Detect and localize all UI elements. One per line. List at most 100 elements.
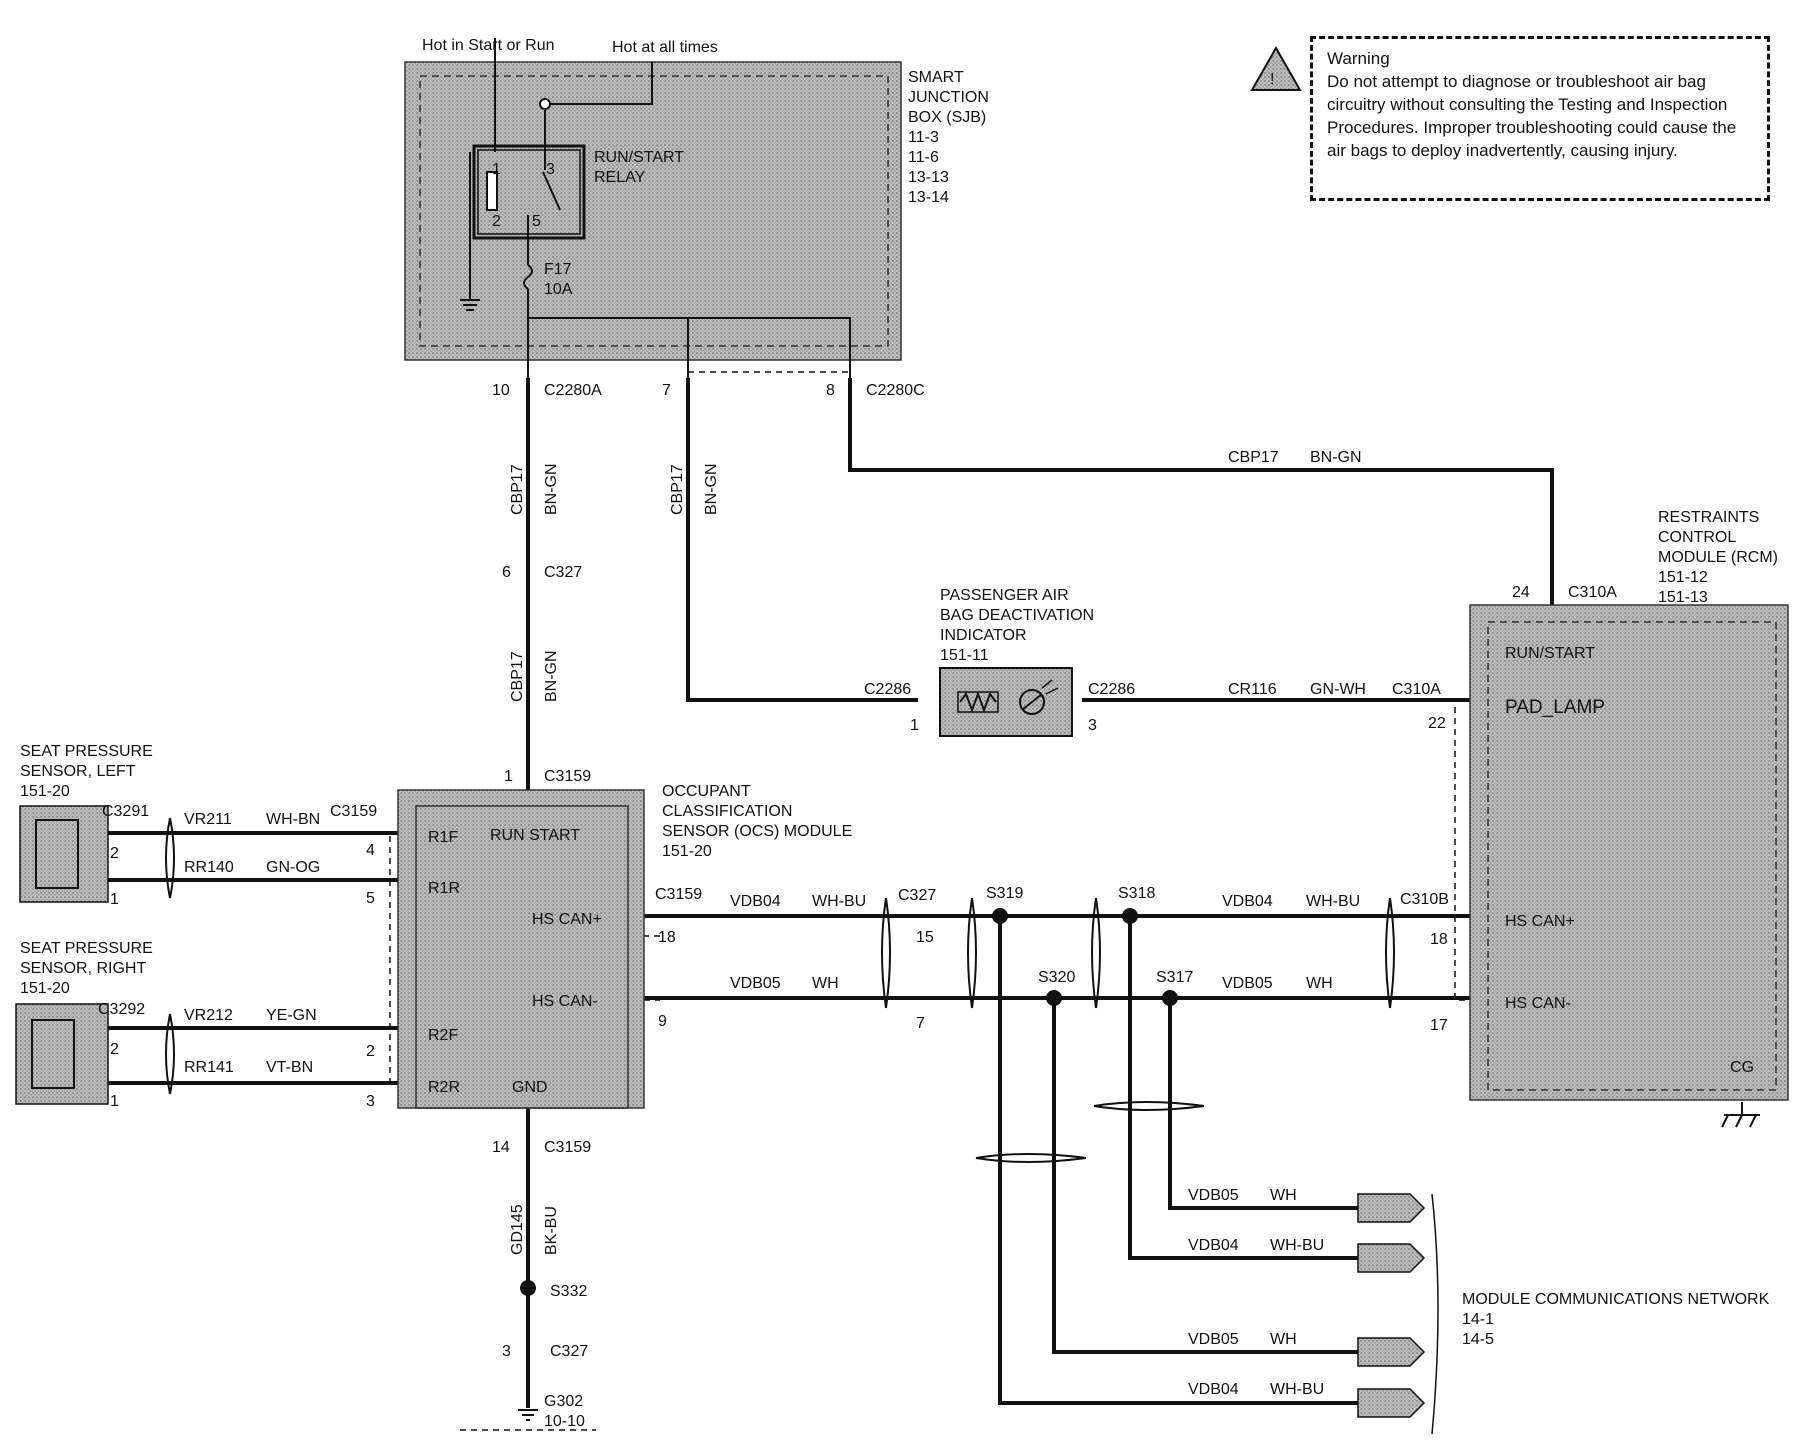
rcm-ref-1: 151-12: [1658, 569, 1708, 586]
seat-left-name-2: SENSOR, LEFT: [20, 763, 136, 780]
sjb-ref-4: 13-14: [908, 189, 949, 206]
rcm-ground-symbol: [1721, 1102, 1760, 1128]
sjb-ref-1: 11-3: [908, 129, 939, 146]
c3159-label-left: C3159: [330, 803, 377, 820]
ocs-inner-outline: [415, 805, 629, 1109]
ocs-hs-can-plus: HS CAN+: [532, 911, 602, 928]
wire-cbp17-b: CBP17: [669, 464, 686, 515]
seat-left-name-1: SEAT PRESSURE: [20, 743, 153, 760]
wire-vdb04-a: VDB04: [730, 893, 781, 910]
warning-title: Warning: [1327, 49, 1390, 68]
c310b-label: C310B: [1400, 891, 1449, 908]
c2286-label-right: C2286: [1088, 681, 1135, 698]
c3292-label: C3292: [98, 1001, 145, 1018]
padi-name-3: INDICATOR: [940, 627, 1027, 644]
relay-name-2: RELAY: [594, 169, 646, 186]
relay-pin-2: 2: [492, 213, 501, 230]
relay-pin-3: 3: [546, 161, 555, 178]
rcm-pad-lamp: PAD_LAMP: [1505, 697, 1605, 718]
seat-right-ref: 151-20: [20, 980, 70, 997]
c3159-pin-3: 3: [366, 1093, 375, 1110]
ocs-r1f: R1F: [428, 829, 458, 846]
c3159-pin-18: 18: [658, 929, 676, 946]
ocs-box: [397, 789, 645, 1109]
wire-wh-bn: WH-BN: [266, 811, 320, 828]
network-connector-icons: [1357, 1193, 1426, 1418]
wire-cbp17-d: CBP17: [1228, 449, 1279, 466]
s332-label: S332: [550, 1283, 587, 1300]
padi-resistor-icon: [959, 691, 997, 713]
splice-s317: [1162, 990, 1178, 1006]
c2286-label-left: C2286: [864, 681, 911, 698]
net-vdb04-1: VDB04: [1188, 1237, 1239, 1254]
wire-vdb05-b: VDB05: [1222, 975, 1273, 992]
rcm-inner-outline: [1487, 621, 1777, 1091]
wire-vdb04-b: VDB04: [1222, 893, 1273, 910]
sjb-inner-outline: [419, 75, 889, 347]
c3159-pin-9: 9: [658, 1013, 667, 1030]
warning-body: Do not attempt to diagnose or troublesho…: [1327, 72, 1737, 160]
seat-left-box: [19, 805, 109, 903]
net-wh-1: WH: [1270, 1187, 1297, 1204]
rcm-hs-can-minus: HS CAN-: [1505, 995, 1571, 1012]
sjb-ref-2: 11-6: [908, 149, 939, 166]
network-ref-2: 14-5: [1462, 1331, 1494, 1348]
rcm-box: [1469, 604, 1789, 1101]
c327-label-b: C327: [898, 887, 936, 904]
ocs-hs-can-minus: HS CAN-: [532, 993, 598, 1010]
c310b-pin-17: 17: [1430, 1017, 1448, 1034]
wire-gn-og: GN-OG: [266, 859, 320, 876]
warning-box: Warning Do not attempt to diagnose or tr…: [1310, 36, 1770, 201]
c310a-label: C310A: [1392, 681, 1441, 698]
ocs-gnd: GND: [512, 1079, 548, 1096]
c3159-pin-5: 5: [366, 890, 375, 907]
network-name: MODULE COMMUNICATIONS NETWORK: [1462, 1291, 1770, 1308]
relay-pin-1: 1: [492, 161, 501, 178]
c327-label-c: C327: [550, 1343, 588, 1360]
c3159-pin-4: 4: [366, 842, 375, 859]
c3291-pin-2: 2: [110, 845, 119, 862]
wire-rr141: RR141: [184, 1059, 234, 1076]
wire-bn-gn-a: BN-GN: [543, 463, 560, 515]
seat-left-sensor-icon: [35, 819, 79, 889]
ocs-r1r: R1R: [428, 880, 460, 897]
padi-name-2: BAG DEACTIVATION: [940, 607, 1094, 624]
seat-left-ref: 151-20: [20, 783, 70, 800]
ocs-name-3: SENSOR (OCS) MODULE: [662, 823, 852, 840]
c327-pin-15: 15: [916, 929, 934, 946]
c327-pin-3: 3: [502, 1343, 511, 1360]
c2280c-label: C2280C: [866, 382, 925, 399]
splice-s332: [520, 1280, 536, 1296]
ocs-ref: 151-20: [662, 843, 712, 860]
seat-right-name-2: SENSOR, RIGHT: [20, 960, 146, 977]
splice-s319-label: S319: [986, 885, 1023, 902]
c2286-pin-3: 3: [1088, 717, 1097, 734]
ocs-run-start: RUN START: [490, 827, 580, 844]
c3292-pin-2: 2: [110, 1041, 119, 1058]
wire-wh-bu-b: WH-BU: [1306, 893, 1360, 910]
c2280c-pin-7: 7: [662, 382, 671, 399]
wire-bn-gn-b: BN-GN: [703, 463, 720, 515]
relay-inner: [477, 149, 581, 235]
main-wires: [107, 378, 1554, 1408]
rcm-cg: CG: [1730, 1059, 1754, 1076]
sjb-box: [404, 61, 902, 361]
c2280a-pin: 10: [492, 382, 510, 399]
wire-vt-bn: VT-BN: [266, 1059, 313, 1076]
sjb-name-3: BOX (SJB): [908, 109, 986, 126]
splice-s318-label: S318: [1118, 885, 1155, 902]
warning-triangle-icon: [1250, 45, 1302, 91]
g302-label: G302: [544, 1393, 583, 1410]
rcm-name-3: MODULE (RCM): [1658, 549, 1778, 566]
c3159-pin-1: 1: [504, 768, 513, 785]
splice-s319: [992, 908, 1008, 924]
wire-rr140: RR140: [184, 859, 234, 876]
c310a-pin-22: 22: [1428, 715, 1446, 732]
wire-gd145: GD145: [509, 1204, 526, 1255]
splice-s318: [1122, 908, 1138, 924]
c310a-label-top: C310A: [1568, 584, 1617, 601]
c3159-label-top: C3159: [544, 768, 591, 785]
wire-cbp17-c: CBP17: [509, 651, 526, 702]
ocs-name-2: CLASSIFICATION: [662, 803, 792, 820]
wire-cbp17-a: CBP17: [509, 464, 526, 515]
